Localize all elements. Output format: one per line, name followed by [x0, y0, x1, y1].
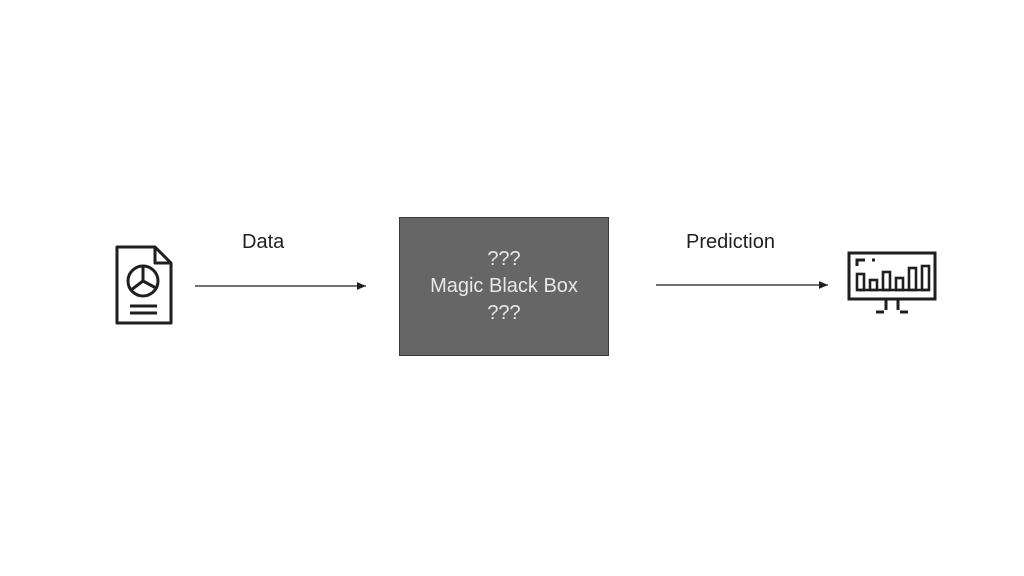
magic-black-box: ??? Magic Black Box ??? [399, 217, 609, 356]
box-line-3: ??? [487, 302, 521, 324]
document-pie-chart-icon [112, 244, 176, 326]
box-title: Magic Black Box [430, 275, 578, 297]
monitor-bar-chart-icon [846, 250, 938, 318]
prediction-label: Prediction [686, 231, 775, 253]
data-label: Data [242, 231, 285, 253]
box-line-1: ??? [487, 248, 521, 270]
